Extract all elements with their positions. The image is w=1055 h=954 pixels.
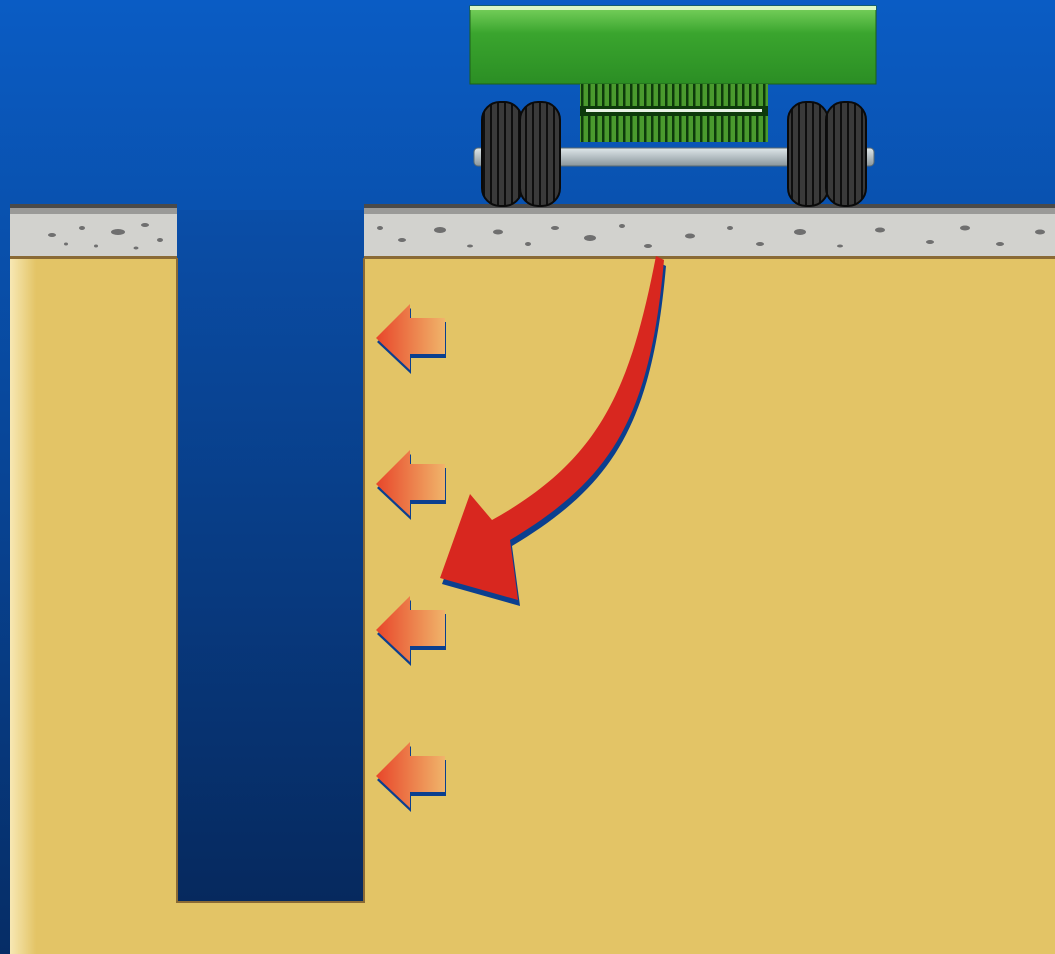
truck-icon [469, 5, 877, 207]
left-pavement [10, 204, 177, 259]
truck-wheels [481, 101, 867, 207]
left-arrow-icon [376, 450, 446, 520]
left-soil-block [10, 205, 177, 954]
left-arrow-icon [376, 304, 446, 374]
right-pavement [364, 204, 1055, 259]
truck-body [469, 5, 877, 85]
lateral-pressure-arrows [376, 304, 446, 812]
left-arrow-icon [376, 742, 446, 812]
left-arrow-icon [376, 596, 446, 666]
trench-floor-soil [170, 900, 370, 954]
truck-axle [473, 147, 875, 167]
truck-suspension [580, 84, 768, 142]
trench [176, 210, 365, 903]
curved-arrow-icon [440, 256, 666, 606]
